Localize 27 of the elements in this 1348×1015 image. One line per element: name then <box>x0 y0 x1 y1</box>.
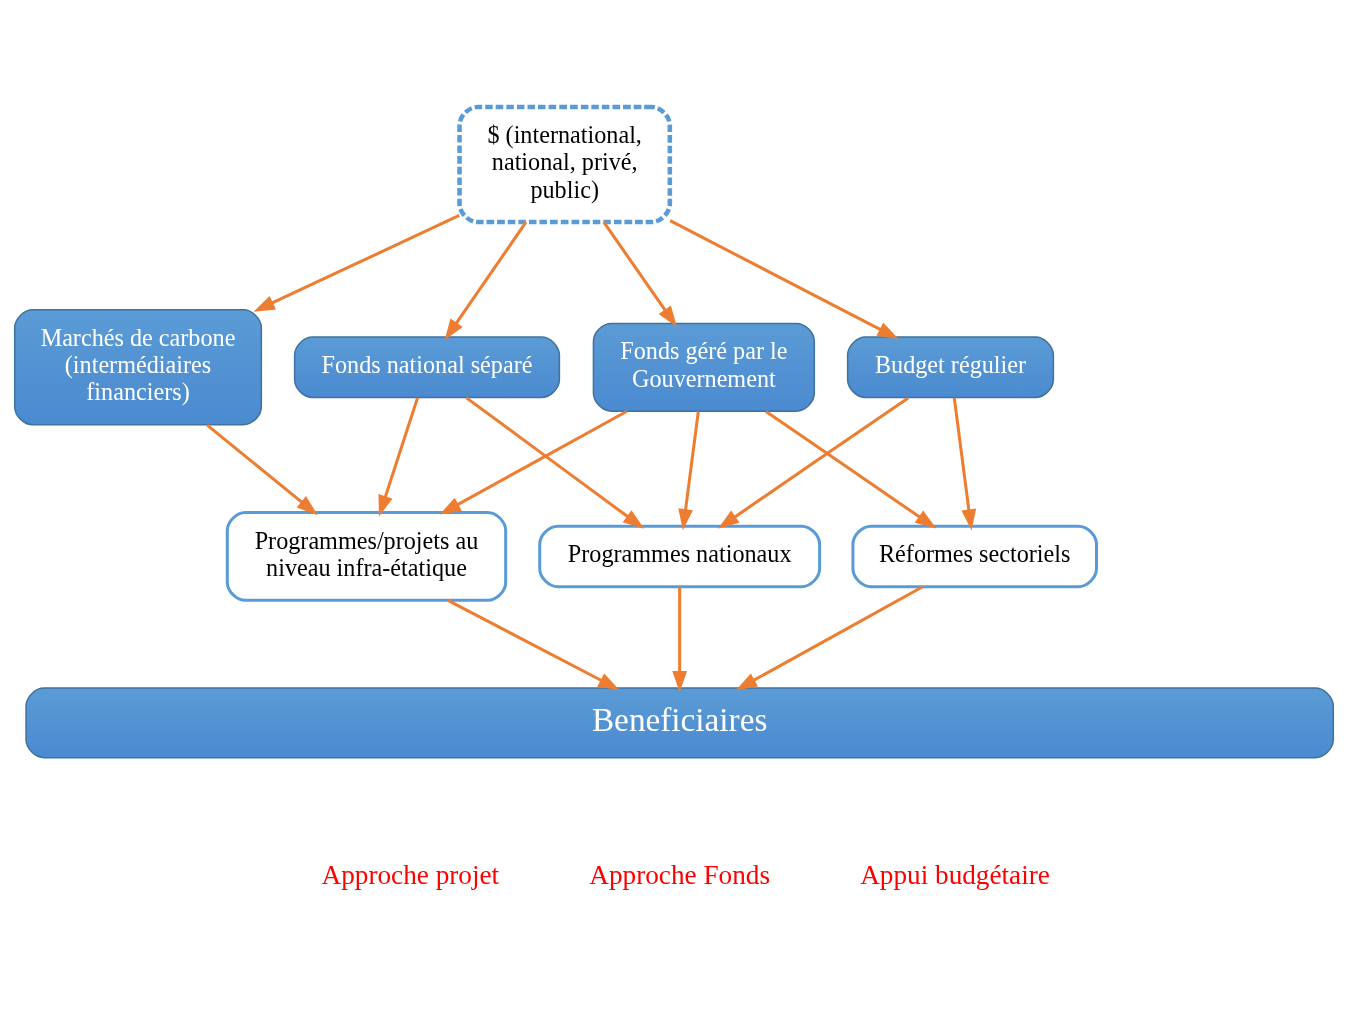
node-box: Fonds national séparé <box>293 335 561 398</box>
arrow <box>765 409 937 529</box>
arrow <box>253 213 460 312</box>
arrow <box>602 220 677 327</box>
label: Approche projet <box>321 859 500 890</box>
arrow <box>378 396 419 517</box>
node-box: Budget régulier <box>846 335 1055 398</box>
node-box: Programmes/projets au niveau infra-étatique <box>225 510 508 602</box>
arrow <box>952 397 977 531</box>
arrow <box>444 220 528 340</box>
arrow <box>669 218 899 339</box>
node-box: Marchés de carbone (intermédiaires financiers) <box>13 308 263 426</box>
node-box: Réformes sectoriels <box>851 524 1099 588</box>
arrow <box>206 423 318 515</box>
arrow <box>678 410 700 530</box>
node-box: $ (international, national, privé, public) <box>457 104 673 224</box>
node-box: Fonds géré par le Gouvernement <box>592 322 816 412</box>
node-box: Programmes nationaux <box>538 524 822 588</box>
label: Appui budgétaire <box>860 859 1050 890</box>
arrow <box>672 586 688 692</box>
arrow <box>447 598 620 690</box>
arrow <box>735 584 924 690</box>
arrow <box>439 409 628 514</box>
node-box: Beneficiaires <box>25 686 1335 758</box>
label: Approche Fonds <box>589 859 771 890</box>
arrow <box>465 396 645 529</box>
arrow <box>717 396 910 529</box>
